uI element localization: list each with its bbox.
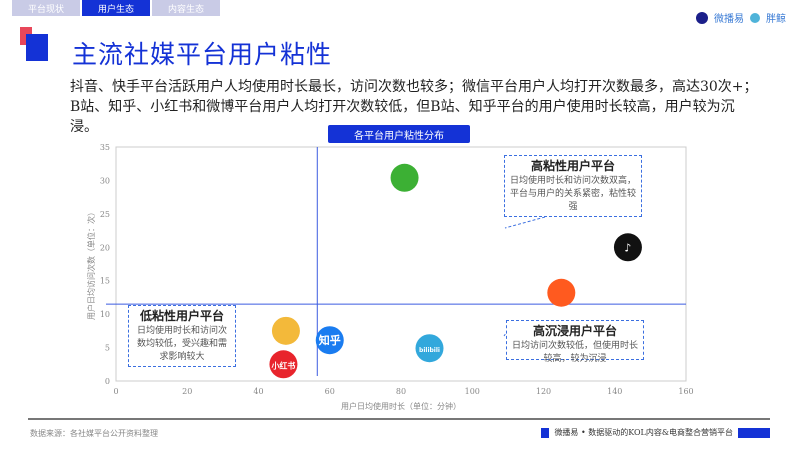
point-快手-icon [547, 278, 576, 307]
y-tick-label: 0 [105, 377, 110, 386]
note-pointer [504, 216, 546, 229]
bar-decoration [738, 427, 770, 438]
x-tick-label: 120 [536, 387, 551, 396]
note-low-stickiness: 低粘性用户平台日均使用时长和访问次数均较低，受兴趣和需求影响较大 [128, 305, 236, 367]
x-tick-label: 100 [465, 387, 480, 396]
note-title: 低粘性用户平台 [139, 309, 224, 323]
tab-platform-status[interactable]: 平台现状 [12, 0, 80, 16]
note-immersive: 高沉浸用户平台日均访问次数较低，但使用时长较高，较为沉浸 [506, 320, 644, 364]
point-知乎-icon [315, 326, 344, 355]
point-label: 小红书 [270, 360, 295, 370]
y-axis-label: 用户日均访问次数（单位：次） [86, 208, 96, 320]
point-label: ♪ [624, 241, 631, 254]
y-tick-label: 20 [100, 243, 110, 252]
y-tick-label: 25 [100, 210, 110, 219]
note-text: 日均访问次数较低，但使用时长较高，较为沉浸 [511, 341, 638, 364]
x-tick-label: 40 [253, 387, 263, 396]
point-抖音-icon [613, 233, 642, 262]
square-icon [541, 427, 550, 438]
point-小红书-icon [269, 350, 298, 379]
whale-logo-icon [750, 12, 760, 23]
y-tick-label: 10 [100, 310, 110, 319]
point-B站-icon [415, 334, 444, 363]
y-tick-label: 5 [105, 344, 110, 353]
y-tick-label: 35 [100, 143, 110, 152]
note-text: 日均使用时长和访问次数均较低，受兴趣和需求影响较大 [136, 326, 227, 362]
point-微信-icon [390, 163, 419, 192]
x-tick-label: 20 [182, 387, 192, 396]
note-title: 高沉浸用户平台 [532, 324, 617, 338]
x-tick-label: 60 [325, 387, 335, 396]
play-logo-icon [696, 11, 708, 24]
x-tick-label: 0 [113, 387, 118, 396]
point-label: 知乎 [318, 333, 341, 347]
footer-slogan: 微播易 • 数据驱动的KOL内容&电商整合营销平台 [541, 427, 770, 438]
tab-user-ecology[interactable]: 用户生态 [82, 0, 150, 16]
title-decoration [26, 34, 48, 61]
note-high-stickiness: 高粘性用户平台日均使用时长和访问次数双高，平台与用户的关系紧密，粘性较强 [504, 155, 642, 217]
data-source: 数据来源：各社媒平台公开资料整理 [30, 429, 158, 438]
description: 抖音、快手平台活跃用户人均使用时长最长，访问次数也较多；微信平台用户人均打开次数… [70, 79, 758, 135]
x-axis-label: 用户日均使用时长（单位：分钟） [341, 401, 461, 411]
x-tick-label: 80 [396, 387, 406, 396]
tab-content-ecology[interactable]: 内容生态 [152, 0, 220, 16]
note-text: 日均使用时长和访问次数双高，平台与用户的关系紧密，粘性较强 [509, 176, 636, 212]
y-tick-label: 15 [100, 277, 110, 286]
y-tick-label: 30 [100, 176, 110, 185]
footer-divider [28, 418, 770, 420]
brand-weiboyi: 微播易 [714, 14, 744, 25]
brand-pangjing: 胖鲸 [766, 14, 786, 25]
tab-bar: 平台现状 用户生态 内容生态 [12, 0, 220, 16]
x-tick-label: 140 [607, 387, 622, 396]
x-tick-label: 160 [678, 387, 693, 396]
point-微博-icon [271, 316, 300, 345]
note-title: 高粘性用户平台 [530, 159, 615, 173]
brand-logos: 微播易 胖鲸 [696, 10, 786, 25]
point-label: bilibili [419, 347, 440, 354]
page-title: 主流社媒平台用户粘性 [72, 40, 333, 69]
chart-title: 各平台用户粘性分布 [328, 125, 470, 143]
plot-frame [115, 146, 687, 382]
slogan-text: 微播易 • 数据驱动的KOL内容&电商整合营销平台 [554, 428, 733, 437]
